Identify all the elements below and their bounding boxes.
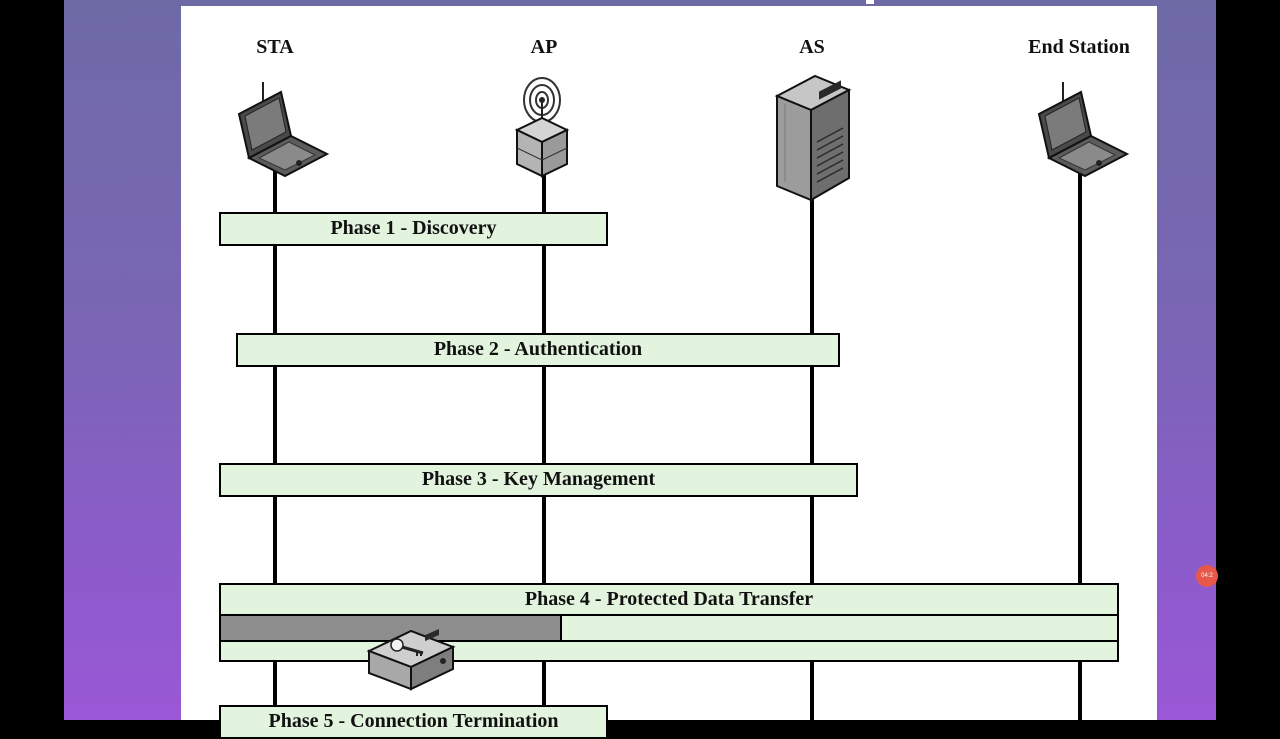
server-icon xyxy=(774,74,852,202)
lifeline-as xyxy=(810,196,814,726)
phase-2-box: Phase 2 - Authentication xyxy=(236,333,840,367)
access-point-icon xyxy=(514,77,570,178)
diagram-page: STA AP AS End Station xyxy=(181,6,1157,739)
lifeline-end-station xyxy=(1078,171,1082,731)
phase-1-box: Phase 1 - Discovery xyxy=(219,212,608,246)
phase-3-box: Phase 3 - Key Management xyxy=(219,463,858,497)
data-transfer-bar-lower xyxy=(219,640,1119,662)
entity-label-ap: AP xyxy=(530,36,558,58)
phase-5-box: Phase 5 - Connection Termination xyxy=(219,705,608,739)
cursor-mark xyxy=(866,0,874,4)
laptop-icon xyxy=(237,82,330,178)
lifeline-sta xyxy=(273,171,277,731)
timer-badge: 04:2 xyxy=(1196,565,1218,587)
lifeline-ap xyxy=(542,171,546,731)
entity-label-as: AS xyxy=(799,36,825,58)
entity-label-sta: STA xyxy=(256,36,294,58)
encryption-device-icon xyxy=(366,628,456,691)
laptop-icon xyxy=(1037,82,1130,178)
data-transfer-bar xyxy=(219,614,1119,642)
phase-4-box: Phase 4 - Protected Data Transfer xyxy=(219,583,1119,617)
data-transfer-progress xyxy=(221,616,562,640)
entity-label-end-station: End Station xyxy=(1028,36,1130,58)
